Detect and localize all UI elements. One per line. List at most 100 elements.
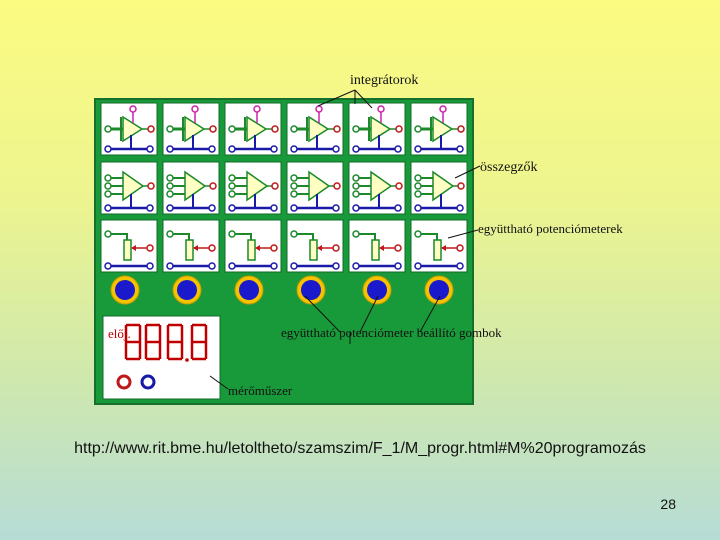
- input-terminal: [290, 125, 298, 133]
- label-integrators: integrátorok: [350, 73, 418, 88]
- input-terminal: [104, 230, 112, 238]
- wiper-arrow: [317, 245, 322, 251]
- input-terminal: [228, 182, 236, 190]
- initial-condition-terminal: [377, 105, 385, 113]
- ground-terminal: [104, 145, 112, 153]
- output-terminal: [456, 244, 464, 252]
- meter-terminal-blue: [140, 374, 156, 390]
- output-terminal: [333, 182, 341, 190]
- input-wire: [173, 233, 190, 240]
- input-terminal: [166, 182, 174, 190]
- seven-segment-digit: [190, 323, 208, 361]
- input-terminal: [166, 125, 174, 133]
- input-terminal: [352, 230, 360, 238]
- ground-terminal: [166, 262, 174, 270]
- output-terminal: [146, 244, 154, 252]
- initial-condition-terminal: [253, 105, 261, 113]
- output-terminal: [271, 125, 279, 133]
- wiper-arrow: [255, 245, 260, 251]
- input-wire: [111, 233, 128, 240]
- summer-cell: [224, 161, 282, 215]
- label-coefficient-potentiometers: együttható potenciómeterek: [478, 221, 623, 236]
- summer-amplifier: [246, 170, 269, 202]
- output-terminal: [395, 182, 403, 190]
- input-terminal: [352, 174, 360, 182]
- summer-cell: [286, 161, 344, 215]
- input-terminal: [290, 190, 298, 198]
- decimal-point: [185, 358, 189, 362]
- ground-terminal: [414, 204, 422, 212]
- input-wire: [421, 233, 438, 240]
- output-terminal: [394, 244, 402, 252]
- input-terminal: [228, 230, 236, 238]
- input-terminal: [228, 125, 236, 133]
- output-terminal: [271, 182, 279, 190]
- ground-terminal: [228, 145, 236, 153]
- output-terminal: [333, 125, 341, 133]
- potentiometer-resistor: [247, 239, 256, 261]
- ground-terminal: [146, 262, 154, 270]
- output-terminal: [457, 182, 465, 190]
- meter-terminal-red: [116, 374, 132, 390]
- ground-terminal: [270, 145, 278, 153]
- input-terminal: [414, 230, 422, 238]
- knob-center: [301, 280, 321, 300]
- ground-terminal: [270, 204, 278, 212]
- wiper-arrow: [441, 245, 446, 251]
- input-terminal: [290, 230, 298, 238]
- summer-amplifier: [432, 170, 455, 202]
- knob-center: [429, 280, 449, 300]
- potentiometer-cell: [224, 219, 282, 273]
- potentiometer-knob: [362, 275, 392, 305]
- input-terminal: [104, 125, 112, 133]
- input-wire: [297, 233, 314, 240]
- integrator-cell: [162, 102, 220, 156]
- integrator-cell: [100, 102, 158, 156]
- ground-terminal: [332, 262, 340, 270]
- ground-terminal: [208, 262, 216, 270]
- potentiometer-resistor: [371, 239, 380, 261]
- ground-terminal: [414, 145, 422, 153]
- summer-amplifier: [308, 170, 331, 202]
- label-summers: összegzők: [480, 160, 538, 175]
- potentiometer-knob: [296, 275, 326, 305]
- ground-terminal: [166, 204, 174, 212]
- source-url[interactable]: http://www.rit.bme.hu/letoltheto/szamszi…: [74, 440, 646, 457]
- ground-terminal: [270, 262, 278, 270]
- ground-terminal: [228, 204, 236, 212]
- callout-knobs: [419, 295, 441, 333]
- input-terminal: [166, 230, 174, 238]
- ground-terminal: [146, 204, 154, 212]
- ground-terminal: [352, 145, 360, 153]
- input-terminal: [414, 125, 422, 133]
- summer-amplifier: [184, 170, 207, 202]
- potentiometer-cell: [100, 219, 158, 273]
- potentiometer-resistor: [433, 239, 442, 261]
- ground-terminal: [456, 145, 464, 153]
- ground-terminal: [332, 145, 340, 153]
- callout-knobs: [304, 295, 341, 333]
- input-terminal: [228, 174, 236, 182]
- output-terminal: [270, 244, 278, 252]
- label-meter: mérőműszer: [228, 383, 293, 398]
- meter-unit: előj.: [102, 315, 221, 400]
- initial-condition-terminal: [439, 105, 447, 113]
- summer-amplifier: [370, 170, 393, 202]
- input-wire: [359, 233, 376, 240]
- seven-segment-digit: [166, 323, 184, 361]
- initial-condition-terminal: [191, 105, 199, 113]
- potentiometer-resistor: [123, 239, 132, 261]
- meter-face: [102, 315, 221, 400]
- ground-terminal: [394, 204, 402, 212]
- summer-amplifier: [122, 170, 145, 202]
- ground-terminal: [208, 145, 216, 153]
- potentiometer-knob: [424, 275, 454, 305]
- page-number: 28: [660, 496, 676, 512]
- label-potentiometer-knobs: együttható potenciómeter beállító gombok: [281, 325, 502, 340]
- integrator-cell: [286, 102, 344, 156]
- ground-terminal: [146, 145, 154, 153]
- wiper-arrow: [131, 245, 136, 251]
- initial-condition-terminal: [129, 105, 137, 113]
- potentiometer-knob: [234, 275, 264, 305]
- knob-center: [239, 280, 259, 300]
